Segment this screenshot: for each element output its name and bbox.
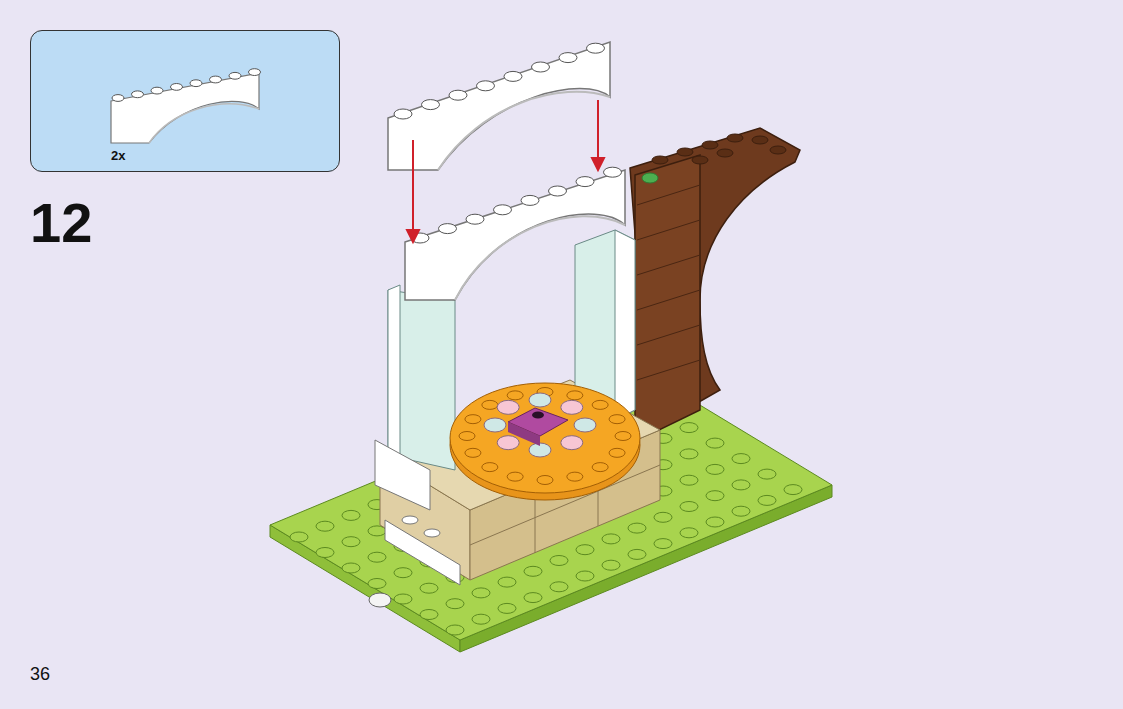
stud — [654, 512, 672, 522]
stud — [498, 603, 516, 613]
stud — [680, 528, 698, 538]
stud — [524, 566, 542, 576]
stud — [482, 400, 498, 409]
stud — [537, 476, 553, 485]
stud — [732, 480, 750, 490]
stud — [592, 400, 608, 409]
stud — [524, 593, 542, 603]
flower-tile — [484, 418, 506, 432]
parts-callout: 2x — [30, 30, 340, 172]
stud — [550, 582, 568, 592]
stud — [394, 568, 412, 578]
stud — [342, 510, 360, 520]
stud — [628, 523, 646, 533]
flower-tile — [561, 436, 583, 450]
stud — [420, 583, 438, 593]
stud — [628, 549, 646, 559]
page-number: 36 — [30, 664, 50, 685]
stud — [465, 415, 481, 424]
arch-part — [31, 31, 341, 173]
stud — [316, 548, 334, 558]
stud — [602, 560, 620, 570]
stud — [482, 463, 498, 472]
flower-tile — [497, 436, 519, 450]
baseplate-studs — [290, 392, 802, 635]
stud — [784, 485, 802, 495]
turntable-studs — [459, 388, 631, 485]
stud — [758, 469, 776, 479]
stud — [420, 610, 438, 620]
stud — [290, 532, 308, 542]
stud — [680, 449, 698, 459]
arch-studs — [394, 43, 622, 243]
stud — [758, 495, 776, 505]
stud — [498, 577, 516, 587]
stud — [368, 552, 386, 562]
stud — [680, 475, 698, 485]
stud — [567, 391, 583, 400]
stud — [567, 472, 583, 481]
stud — [680, 423, 698, 433]
stud — [732, 454, 750, 464]
stud — [609, 415, 625, 424]
flower-tile — [497, 400, 519, 414]
stud — [706, 491, 724, 501]
stud — [602, 534, 620, 544]
stud — [446, 625, 464, 635]
stud — [576, 571, 594, 581]
stud — [316, 521, 334, 531]
flower-tile — [561, 400, 583, 414]
stud — [732, 506, 750, 516]
stud — [706, 517, 724, 527]
stud — [706, 464, 724, 474]
flower-tile — [574, 418, 596, 432]
stud — [342, 563, 360, 573]
flower-tile — [529, 393, 551, 407]
stud — [507, 472, 523, 481]
stud — [680, 502, 698, 512]
stud — [465, 448, 481, 457]
stud — [446, 599, 464, 609]
stud — [592, 463, 608, 472]
stud — [507, 391, 523, 400]
stud — [576, 545, 594, 555]
stud — [368, 579, 386, 589]
stud — [615, 432, 631, 441]
quantity-label: 2x — [111, 148, 125, 163]
stud — [609, 448, 625, 457]
stud — [654, 539, 672, 549]
stud — [472, 614, 490, 624]
stud — [706, 438, 724, 448]
step-number: 12 — [30, 190, 92, 255]
stud — [342, 537, 360, 547]
stud — [459, 432, 475, 441]
stud — [472, 588, 490, 598]
stud — [550, 556, 568, 566]
stud — [394, 594, 412, 604]
